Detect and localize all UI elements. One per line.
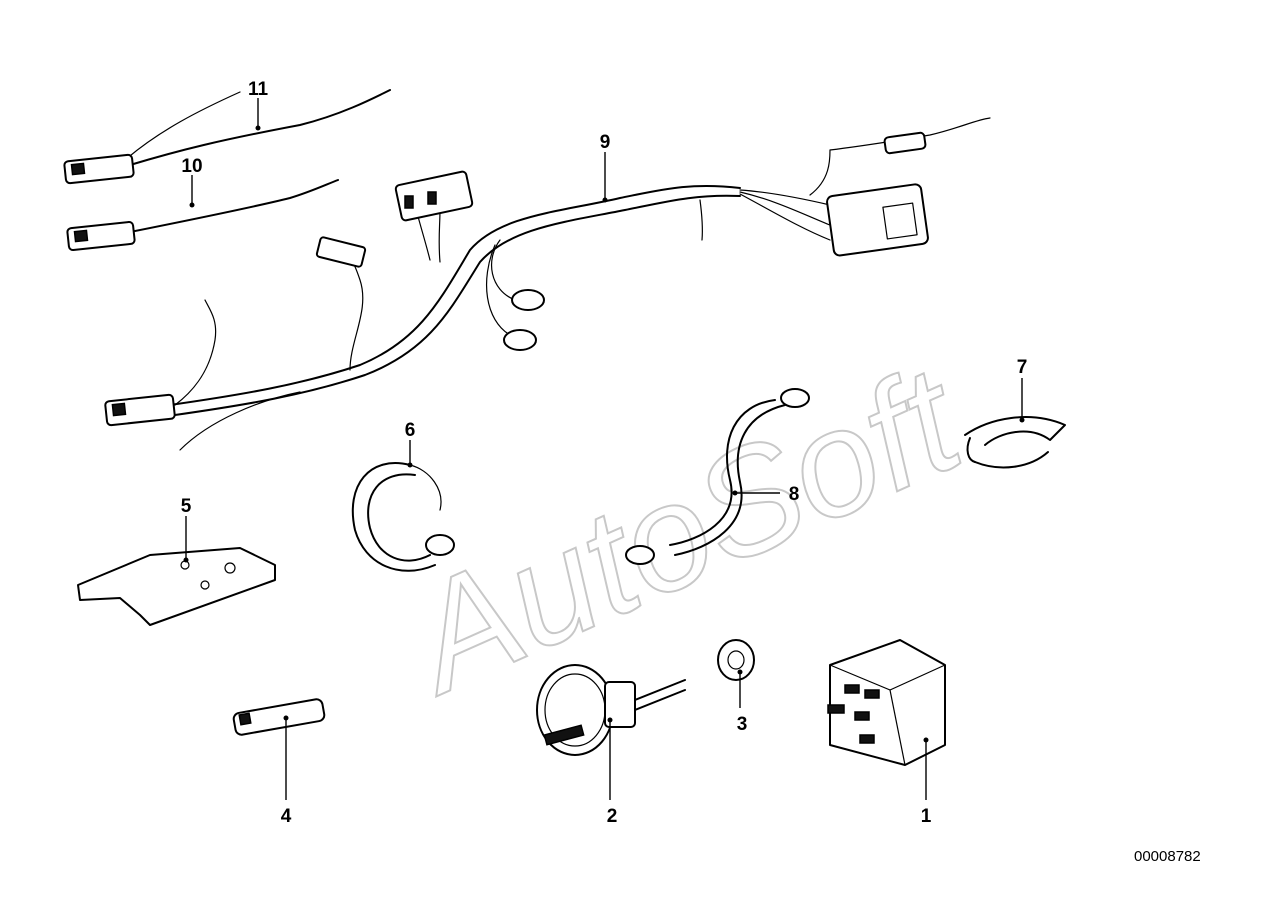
callout-5: 5 — [181, 496, 192, 517]
part-2-switch[interactable] — [536, 664, 686, 756]
callout-2: 2 — [607, 806, 618, 827]
callout-9: 9 — [600, 132, 611, 153]
callout-11: 11 — [248, 79, 269, 100]
part-7-clip[interactable] — [964, 416, 1066, 469]
callout-3: 3 — [737, 714, 748, 735]
part-3-grommet[interactable] — [717, 639, 755, 681]
part-4-sensor[interactable] — [232, 698, 326, 736]
leader-lines — [183, 98, 1025, 800]
part-1-relay[interactable] — [827, 639, 946, 766]
part-10-wire-connector[interactable] — [66, 179, 339, 251]
callout-7: 7 — [1017, 357, 1028, 378]
part-5-bracket-plate[interactable] — [77, 547, 276, 626]
part-6-hose-clamp[interactable] — [351, 462, 455, 572]
callout-6: 6 — [405, 420, 416, 441]
part-11-wire-connector[interactable] — [63, 89, 391, 185]
callout-labels: 11 10 9 7 6 8 5 4 2 3 1 — [181, 79, 1028, 827]
diagram-id-label: 00008782 — [1134, 848, 1201, 865]
part-9-wiring-harness[interactable] — [104, 117, 991, 451]
callout-4: 4 — [281, 806, 292, 827]
callout-10: 10 — [181, 156, 202, 177]
callout-1: 1 — [921, 806, 932, 827]
part-8-ground-strap[interactable] — [625, 388, 810, 565]
callout-8: 8 — [789, 484, 800, 505]
